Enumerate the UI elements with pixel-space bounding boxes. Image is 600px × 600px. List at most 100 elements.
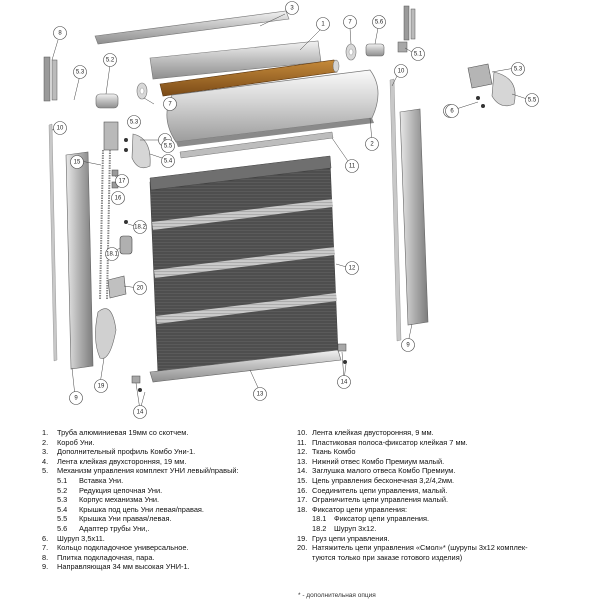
legend-row: 16. Соединитель цепи управления, малый. xyxy=(297,486,559,496)
chain-weight xyxy=(95,308,117,359)
callout-circle xyxy=(445,104,459,118)
callout-c55a: 5.5 xyxy=(161,139,175,153)
legend-row: 11.Пластиковая полоса-фиксатор клейкая 7… xyxy=(297,438,559,448)
legend-number: 7. xyxy=(42,543,49,553)
callout-c53c: 5.3 xyxy=(511,62,525,76)
callout-label: 6 xyxy=(450,108,454,114)
legend-text: Направляющая 34 мм высокая УНИ-1. xyxy=(57,562,190,572)
callout-circle xyxy=(511,62,525,76)
legend-text: Нижний отвес Комбо Премиум малый. xyxy=(312,456,445,466)
callout-circle xyxy=(111,191,125,205)
legend-number: 20. xyxy=(297,543,308,553)
legend-number: 5.2 xyxy=(57,485,68,495)
callout-circle xyxy=(115,174,129,188)
legend-row: туются только при заказе готового издели… xyxy=(297,553,559,563)
callout-circle xyxy=(70,155,84,169)
callout-c7a: 7 xyxy=(343,15,357,29)
callout-label: 15 xyxy=(74,159,81,165)
legend-row: 15.Цепь управления бесконечная 3,2/4,2мм… xyxy=(297,476,559,486)
callout-label: 5.3 xyxy=(76,69,85,75)
legend-number: 9. xyxy=(42,562,49,572)
callout-c10b: 10 xyxy=(394,64,408,78)
callout-c1: 1 xyxy=(316,17,330,31)
callout-label: 5.4 xyxy=(164,158,173,164)
callout-c54: 5.4 xyxy=(161,154,175,168)
callout-circle xyxy=(127,115,141,129)
callout-circle xyxy=(401,338,415,352)
chain-tensioner xyxy=(107,275,127,299)
callout-c51: 5.1 xyxy=(411,47,425,61)
callout-circle xyxy=(73,65,87,79)
legend-text: Натяжитель цепи управления «Смол»* (шуру… xyxy=(312,543,528,553)
legend-text: Крышка под цепь Уни левая/правая. xyxy=(79,504,204,514)
control-chain xyxy=(99,149,111,301)
end-caps xyxy=(131,343,347,392)
legend-row: 13.Нижний отвес Комбо Премиум малый. xyxy=(297,457,559,467)
callout-circle xyxy=(316,17,330,31)
callout-circle xyxy=(285,1,299,15)
legend-number: 5.6 xyxy=(57,523,68,533)
tube-adapter xyxy=(365,43,385,57)
callout-circle xyxy=(133,405,147,419)
legend-text: Кольцо подкладочное универсальное. xyxy=(57,543,189,553)
legend-number: 12. xyxy=(297,447,308,457)
legend-row: 12.Ткань Комбо xyxy=(297,447,559,457)
callout-c8: 8 xyxy=(53,26,67,40)
callout-label: 5.3 xyxy=(130,119,139,125)
callout-label: 20 xyxy=(137,285,144,291)
legend-text: туются только при заказе готового издели… xyxy=(312,552,463,562)
callout-circle xyxy=(161,139,175,153)
legend-number: 16. xyxy=(297,485,308,495)
callout-c17: 17 xyxy=(115,174,129,188)
callout-circle xyxy=(372,15,386,29)
callout-label: 7 xyxy=(348,19,352,25)
callout-label: 10 xyxy=(398,68,405,74)
callout-circle xyxy=(69,391,83,405)
legend-number: 18. xyxy=(297,504,308,514)
callout-circle xyxy=(53,121,67,135)
legend-number: 18.2 xyxy=(312,523,327,533)
legend-text: Груз цепи управления. xyxy=(312,533,390,543)
callout-c14b: 14 xyxy=(337,375,351,389)
insert-uni xyxy=(397,41,408,53)
legend-row: 19.Груз цепи управления. xyxy=(297,534,559,544)
parts-legend-left: 1.Труба алюминиевая 19мм со скотчем.2.Ко… xyxy=(42,428,292,572)
parts-legend-right: 10.Лента клейкая двусторонняя, 9 мм.11.П… xyxy=(297,428,559,562)
cassette-box-uni xyxy=(166,69,379,147)
callout-label: 9 xyxy=(406,342,410,348)
legend-row: 2.Короб Уни. xyxy=(42,438,292,448)
callout-label: 17 xyxy=(119,178,126,184)
callout-circle xyxy=(525,93,539,107)
callout-circle xyxy=(253,387,267,401)
callout-circle xyxy=(345,261,359,275)
legend-text: Цепь управления бесконечная 3,2/4,2мм. xyxy=(312,475,455,485)
legend-number: 14. xyxy=(297,466,308,476)
legend-row: 10.Лента клейкая двусторонняя, 9 мм. xyxy=(297,428,559,438)
legend-text: Плитка подкладочная, пара. xyxy=(57,552,155,562)
callout-c56: 5.6 xyxy=(372,15,386,29)
callout-label: 18.1 xyxy=(106,251,118,257)
legend-row: 3.Дополнительный профиль Комбо Уни-1. xyxy=(42,447,292,457)
legend-text: Лента клейкая двусторонняя, 9 мм. xyxy=(312,428,434,437)
callout-label: 9 xyxy=(74,395,78,401)
callout-label: 5.5 xyxy=(164,143,173,149)
legend-number: 18.1 xyxy=(312,514,327,524)
legend-text: Шуруп 3,5х11. xyxy=(57,533,105,543)
footnote: * - дополнительная опция xyxy=(298,592,376,599)
aluminium-tube xyxy=(149,40,340,97)
callout-label: 5.2 xyxy=(106,57,115,63)
legend-text: Соединитель цепи управления, малый. xyxy=(312,485,448,495)
callout-label: 10 xyxy=(57,125,64,131)
callout-circle xyxy=(94,379,108,393)
callout-label: 2 xyxy=(370,141,374,147)
callout-c14a: 14 xyxy=(133,405,147,419)
callout-c12: 12 xyxy=(345,261,359,275)
callout-label: 18.2 xyxy=(134,224,146,230)
callout-label: 5.6 xyxy=(375,19,384,25)
callout-label: 3 xyxy=(290,5,294,11)
legend-number: 6. xyxy=(42,533,49,543)
callout-label: 1 xyxy=(321,21,325,27)
legend-text: Заглушка малого отвеса Комбо Премиум. xyxy=(312,466,456,476)
